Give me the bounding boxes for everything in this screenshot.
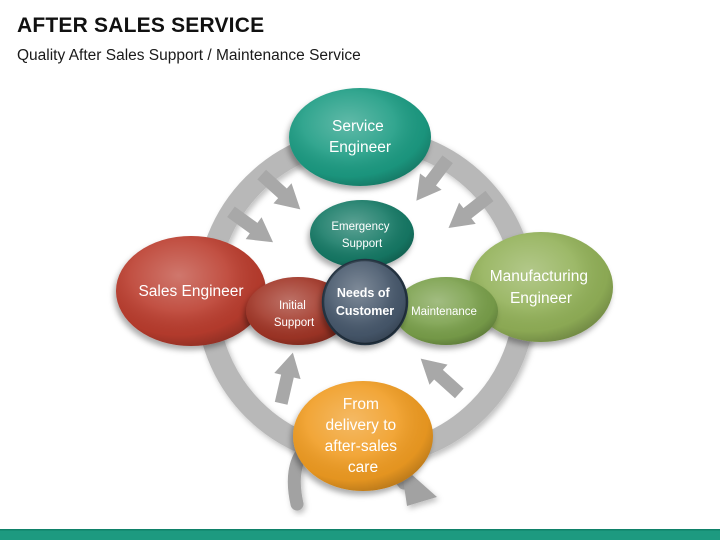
- needs-of-customer-label: Needs of Customer: [336, 286, 394, 318]
- sales-engineer-gloss: [116, 236, 266, 346]
- node-sales-engineer: Sales Engineer: [116, 236, 266, 346]
- node-emergency-support: Emergency Support: [310, 200, 414, 268]
- slide-title: AFTER SALES SERVICE: [17, 14, 265, 37]
- sales-engineer-label: Sales Engineer: [138, 283, 243, 300]
- node-service-engineer: Service Engineer: [289, 88, 431, 186]
- service-engineer-gloss: [289, 88, 431, 186]
- inward-arrow-icon-bottom-left: [267, 349, 307, 407]
- node-manufacturing-engineer: Manufacturing Engineer: [469, 232, 613, 342]
- inward-arrow-icon-bottom-right: [411, 348, 469, 404]
- slide-subtitle: Quality After Sales Support / Maintenanc…: [17, 47, 361, 64]
- footer-bar: [0, 530, 720, 540]
- delivery-to-care-gloss: [293, 381, 433, 491]
- service-engineer-label: Service Engineer: [329, 118, 391, 156]
- footer-bar-edge: [0, 529, 720, 531]
- delivery-to-care-label: From delivery to after-sales care: [325, 396, 402, 476]
- needs-of-customer-gloss: [323, 260, 407, 344]
- emergency-support-label: Emergency Support: [331, 221, 392, 250]
- maintenance-gloss: [394, 277, 498, 345]
- node-maintenance: Maintenance: [394, 277, 498, 345]
- initial-support-label: Initial Support: [274, 300, 315, 329]
- manufacturing-engineer-gloss: [469, 232, 613, 342]
- node-delivery-to-care: From delivery to after-sales care: [293, 381, 433, 491]
- maintenance-label: Maintenance: [411, 306, 477, 318]
- emergency-support-gloss: [310, 200, 414, 268]
- slide-header: AFTER SALES SERVICE Quality After Sales …: [17, 14, 361, 65]
- manufacturing-engineer-label: Manufacturing Engineer: [490, 268, 593, 307]
- node-needs-of-customer: Needs of Customer: [321, 258, 409, 346]
